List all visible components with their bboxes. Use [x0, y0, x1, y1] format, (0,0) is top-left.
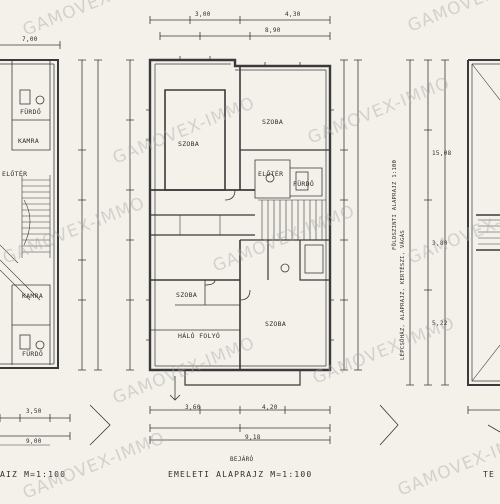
section-note-2: LÉPCSŐHÁZ, ALAPRAJZ, KERTÉSZI, VÁGÁS	[400, 229, 406, 360]
main-dim-top-3: 4,30	[285, 11, 301, 18]
main-plan-caption: EMELETI ALAPRAJZ M=1:100	[168, 470, 313, 479]
left-dim-top: 7,00	[22, 36, 38, 43]
left-dim-bottom-1: 3,50	[26, 408, 42, 415]
left-floor-plan	[0, 41, 111, 446]
room-label-szoba-right: SZOBA	[262, 118, 284, 126]
room-label-szoba-lower-left: SZOBA	[176, 291, 198, 299]
room-label-eloter: ELŐTÉR	[2, 170, 28, 178]
main-dim-bottom-3: 9,18	[245, 434, 261, 441]
roof-plan	[467, 59, 500, 433]
room-label-kamra-upper: KAMRA	[18, 137, 40, 145]
room-label-eloter-upper: ELŐTÉR	[258, 170, 284, 178]
right-edge-caption: TE	[483, 470, 496, 479]
room-label-szoba-lower-right: SZOBA	[265, 320, 287, 328]
section-note-1: FÖLDSZINTI ALAPRAJZ 1:100	[392, 159, 398, 250]
main-floor-plan	[126, 16, 399, 446]
room-label-furdo-lower: FÜRDŐ	[22, 350, 44, 358]
main-dim-bottom-2: 4,20	[262, 404, 278, 411]
room-label-halo-folyo: HÁLÓ FOLYÓ	[178, 332, 221, 340]
main-dim-top-2: 8,90	[265, 27, 281, 34]
room-label-szoba-left: SZOBA	[178, 140, 200, 148]
left-dim-bottom-2: 9,00	[26, 438, 42, 445]
room-label-kamra-lower: KAMRA	[22, 292, 44, 300]
section-dim-1: 15,08	[432, 150, 452, 157]
section-dim-2: 3,80	[432, 240, 448, 247]
room-label-furdo-upper: FÜRDŐ	[20, 108, 42, 116]
entrance-label: BEJÁRÓ	[230, 456, 254, 463]
section-detail	[406, 59, 449, 386]
main-dim-bottom-1: 3,60	[185, 404, 201, 411]
main-dim-top-1: 3,00	[195, 11, 211, 18]
section-dim-3: 5,22	[432, 320, 448, 327]
room-label-furdo: FÜRDŐ	[293, 180, 315, 188]
left-plan-caption: AIZ M=1:100	[0, 470, 67, 479]
